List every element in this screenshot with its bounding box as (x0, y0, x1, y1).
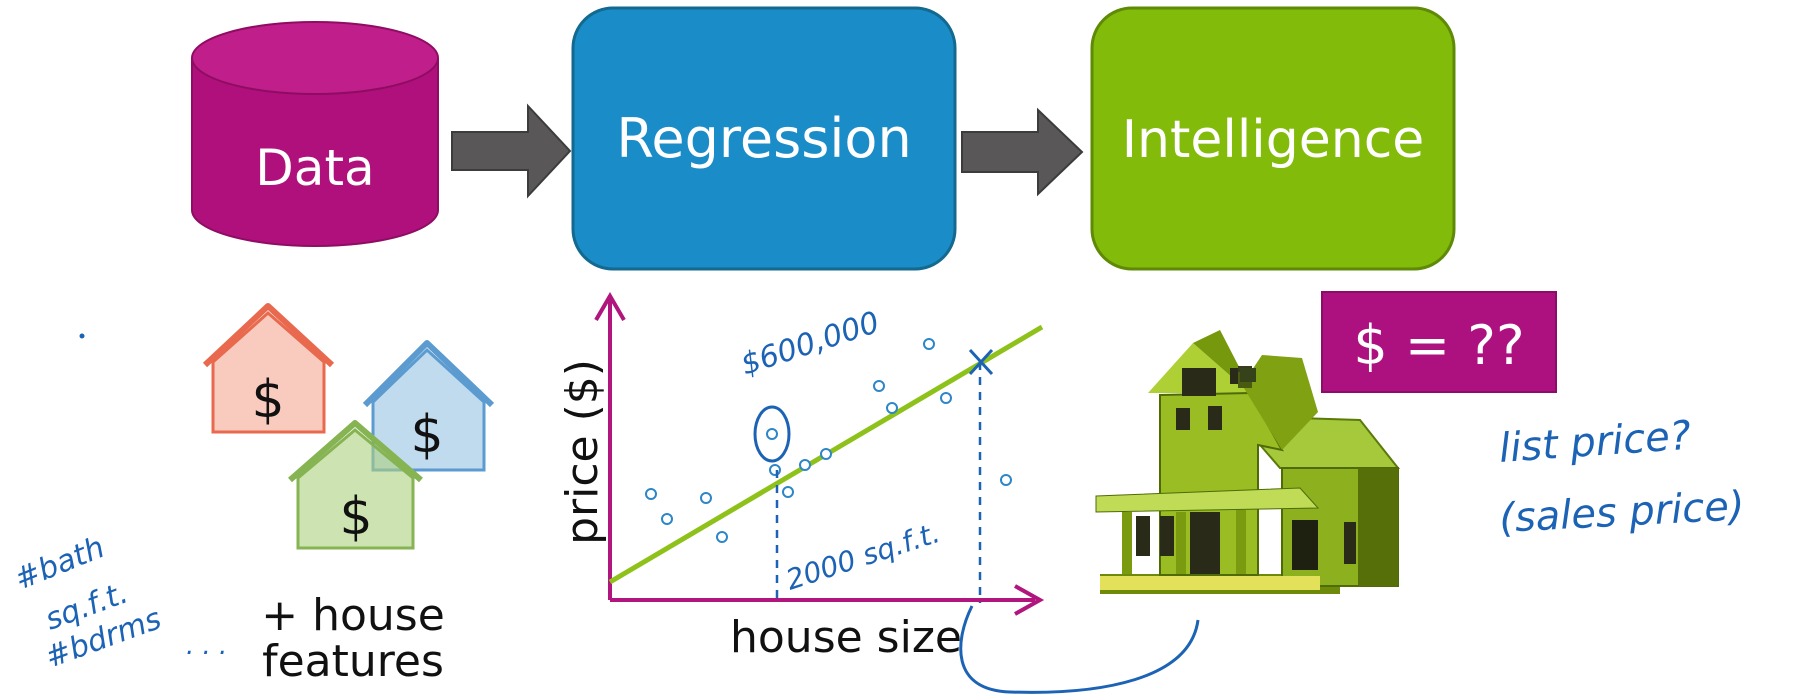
arrow-regression-to-intelligence (961, 107, 1084, 197)
data-points (645, 338, 1012, 543)
data-point (716, 531, 728, 543)
data-point (873, 380, 885, 392)
data-label: Data (255, 139, 374, 197)
data-point (923, 338, 935, 350)
price-note-ink: $600,000 (737, 305, 884, 383)
x-axis-arrowhead (1014, 584, 1045, 616)
price-query-box: $ = ?? (1321, 291, 1557, 393)
data-point (700, 492, 712, 504)
y-axis-label: price ($) (557, 359, 608, 545)
house-illustration (1095, 330, 1401, 594)
house-dollar-orange: $ (251, 370, 284, 430)
house-dollar-blue: $ (410, 405, 443, 465)
data-point (886, 402, 898, 414)
x-mark-ink (968, 348, 994, 376)
data-point (645, 488, 657, 500)
data-point (661, 513, 673, 525)
house-features-caption-line1: + house (261, 590, 445, 641)
y-axis-arrowhead (594, 292, 626, 322)
size-note-ink: 2000 sq.f.t. (782, 516, 944, 597)
features-note-dots: . . . (186, 631, 227, 661)
house-icon-orange: $ (202, 303, 335, 434)
connector-curve-ink (959, 605, 1200, 694)
house-features-caption-line2: features (262, 636, 444, 687)
data-point (766, 428, 778, 440)
circled-point-ink (753, 405, 791, 463)
data-point (820, 448, 832, 460)
x-axis-label: house size (730, 612, 962, 663)
arrow-data-to-regression (451, 103, 572, 199)
regression-box: Regression (571, 6, 957, 271)
scatter-plot: price ($) house size (557, 292, 1045, 663)
data-point (1000, 474, 1012, 486)
intelligence-box: Intelligence (1090, 6, 1456, 271)
house-dollar-green: $ (339, 487, 372, 547)
house-icon-blue: $ (362, 340, 495, 472)
data-cylinder: Data (191, 21, 439, 247)
regression-label: Regression (616, 107, 911, 170)
data-point (782, 486, 794, 498)
ink-dot (79, 333, 85, 339)
house-icon-green: $ (288, 420, 423, 550)
price-query-label: $ = ?? (1353, 314, 1524, 377)
sales-price-note: (sales price) (1498, 483, 1745, 542)
data-point (769, 464, 781, 476)
intelligence-label: Intelligence (1122, 110, 1425, 170)
list-price-note: list price? (1497, 413, 1692, 472)
data-point (799, 459, 811, 471)
data-point (940, 392, 952, 404)
